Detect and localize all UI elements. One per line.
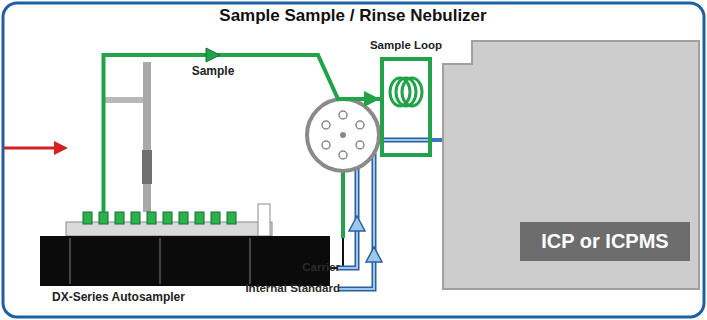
frame-border (3, 3, 704, 317)
sample-vials-part (115, 212, 124, 224)
valve-symbol-part (307, 99, 379, 171)
autosampler-body (40, 204, 330, 286)
sample-loop-node: Sample Loop (380, 57, 432, 157)
flow-direction-arrow (206, 48, 220, 62)
autosampler-body-part (258, 204, 270, 236)
sample-vials-part (195, 212, 204, 224)
valve-symbol-part (339, 151, 347, 159)
autosampler-arm-part (142, 150, 152, 184)
autosampler-arm-part (103, 97, 149, 103)
valve-symbol-part (356, 141, 364, 149)
autosampler-body-part (40, 236, 330, 286)
sample-vials (83, 212, 236, 224)
feed-lines-part (338, 168, 357, 268)
flow-line (432, 138, 442, 142)
sample-vials-part (147, 212, 156, 224)
node-label: DX-Series Autosampler (52, 290, 185, 304)
feed-lines-part (338, 153, 374, 289)
sample-vials-part (211, 212, 220, 224)
feed-lines-part (376, 138, 432, 143)
line-label: Internal Standard (245, 282, 340, 294)
autosampler-body-part (249, 238, 251, 284)
valve-symbol-part (340, 132, 346, 138)
sample-vials-part (163, 212, 172, 224)
icp-instrument-node: ICP or ICPMS (442, 40, 700, 290)
sample-vials-part (227, 212, 236, 224)
pointer-arrow-part (54, 141, 68, 155)
valve-symbol-part (322, 141, 330, 149)
valve-symbol-part (356, 121, 364, 129)
autosampler-body-part (159, 238, 161, 284)
diagram-title: Sample Sample / Rinse Nebulizer (219, 6, 486, 26)
line-label: Carrier (302, 261, 340, 273)
autosampler-arm (103, 62, 152, 212)
sample-vials-part (179, 212, 188, 224)
autosampler-arm-part (143, 62, 151, 212)
sample-vials-part (99, 212, 108, 224)
sample-vials-part (83, 212, 92, 224)
feed-lines-part (338, 168, 357, 268)
node-label: Sample Loop (370, 39, 442, 51)
flow-line (104, 55, 381, 212)
rinse-line (330, 171, 343, 268)
valve-symbol (307, 99, 379, 171)
valve-symbol-part (339, 111, 347, 119)
node-label: ICP or ICPMS (520, 222, 690, 261)
instrument-body (443, 41, 699, 289)
rinse-line-part (341, 171, 345, 238)
valve-symbol-part (322, 121, 330, 129)
loop-coil-part (402, 78, 422, 106)
feed-lines-part (366, 247, 382, 262)
feed-lines-part (349, 216, 365, 231)
sample-vials-part (131, 212, 140, 224)
loop-coil (390, 78, 422, 106)
pointer-arrow (4, 141, 68, 155)
autosampler-body-part (69, 238, 71, 284)
feed-lines-part (376, 139, 432, 141)
edge-label: Sample (190, 64, 237, 78)
feed-lines-part (338, 153, 374, 289)
pointer-arrow-part (4, 147, 56, 150)
